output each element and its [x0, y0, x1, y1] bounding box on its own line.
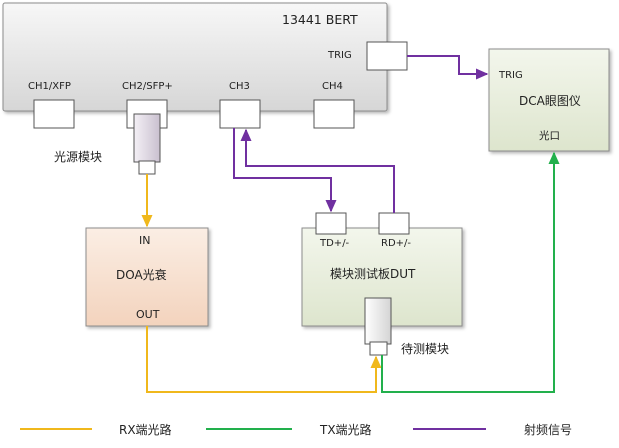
light-source-module-label: 光源模块	[54, 150, 102, 164]
doa-in-label: IN	[139, 234, 150, 247]
rf-trigger-link	[407, 55, 489, 80]
dut-rd-label: RD+/-	[381, 238, 411, 249]
doa-out-label: OUT	[136, 308, 160, 321]
tx-dut-to-dca-link	[381, 151, 560, 393]
light-source-module	[133, 113, 161, 175]
port-label-ch3: CH3	[229, 81, 250, 92]
port-label-ch1: CH1/XFP	[28, 81, 71, 92]
doa-title: DOA光衰	[116, 267, 167, 282]
dut-td-label: TD+/-	[319, 238, 350, 249]
dca-instrument: TRIG DCA眼图仪 光口	[488, 48, 610, 152]
bert-trig-label: TRIG	[327, 50, 352, 61]
light-source-module-port[interactable]	[138, 160, 156, 175]
dut-module-label: 待测模块	[401, 342, 449, 356]
dut-module-port[interactable]	[369, 341, 388, 356]
rf-ch3-to-td-link	[233, 128, 337, 213]
bert-trig-port[interactable]	[366, 41, 408, 71]
doa-body	[85, 227, 209, 327]
doa-attenuator: IN DOA光衰 OUT	[85, 227, 209, 327]
light-source-module-body[interactable]	[133, 113, 161, 163]
port-label-ch4: CH4	[322, 81, 343, 92]
dut-test-board: TD+/- RD+/- 模块测试板DUT	[301, 212, 463, 327]
bert-title: 13441 BERT	[282, 12, 358, 27]
dca-title: DCA眼图仪	[519, 94, 581, 108]
bert-instrument: 13441 BERT TRIG CH1/XFP CH2/SFP+ CH3 CH4	[2, 2, 408, 129]
dut-rd-port[interactable]	[378, 212, 410, 235]
dca-trig-label: TRIG	[498, 70, 523, 81]
legend-rx-label: RX端光路	[119, 422, 172, 437]
port-ch3[interactable]	[219, 99, 261, 129]
port-ch1[interactable]	[33, 99, 75, 129]
dut-module	[364, 297, 392, 356]
legend-tx-label: TX端光路	[319, 422, 372, 437]
port-ch4[interactable]	[313, 99, 355, 129]
legend: RX端光路 TX端光路 射频信号	[20, 422, 572, 437]
legend-rf-label: 射频信号	[524, 422, 572, 437]
port-label-ch2: CH2/SFP+	[122, 81, 173, 92]
dca-optical-port-label: 光口	[539, 129, 560, 142]
dut-td-port[interactable]	[315, 212, 347, 235]
dca-body	[488, 48, 610, 152]
dut-module-body[interactable]	[364, 297, 392, 345]
rf-rd-to-ch3-link	[240, 128, 395, 213]
dut-board-title: 模块测试板DUT	[330, 266, 416, 281]
rx-doa-to-dut-link	[146, 326, 382, 393]
